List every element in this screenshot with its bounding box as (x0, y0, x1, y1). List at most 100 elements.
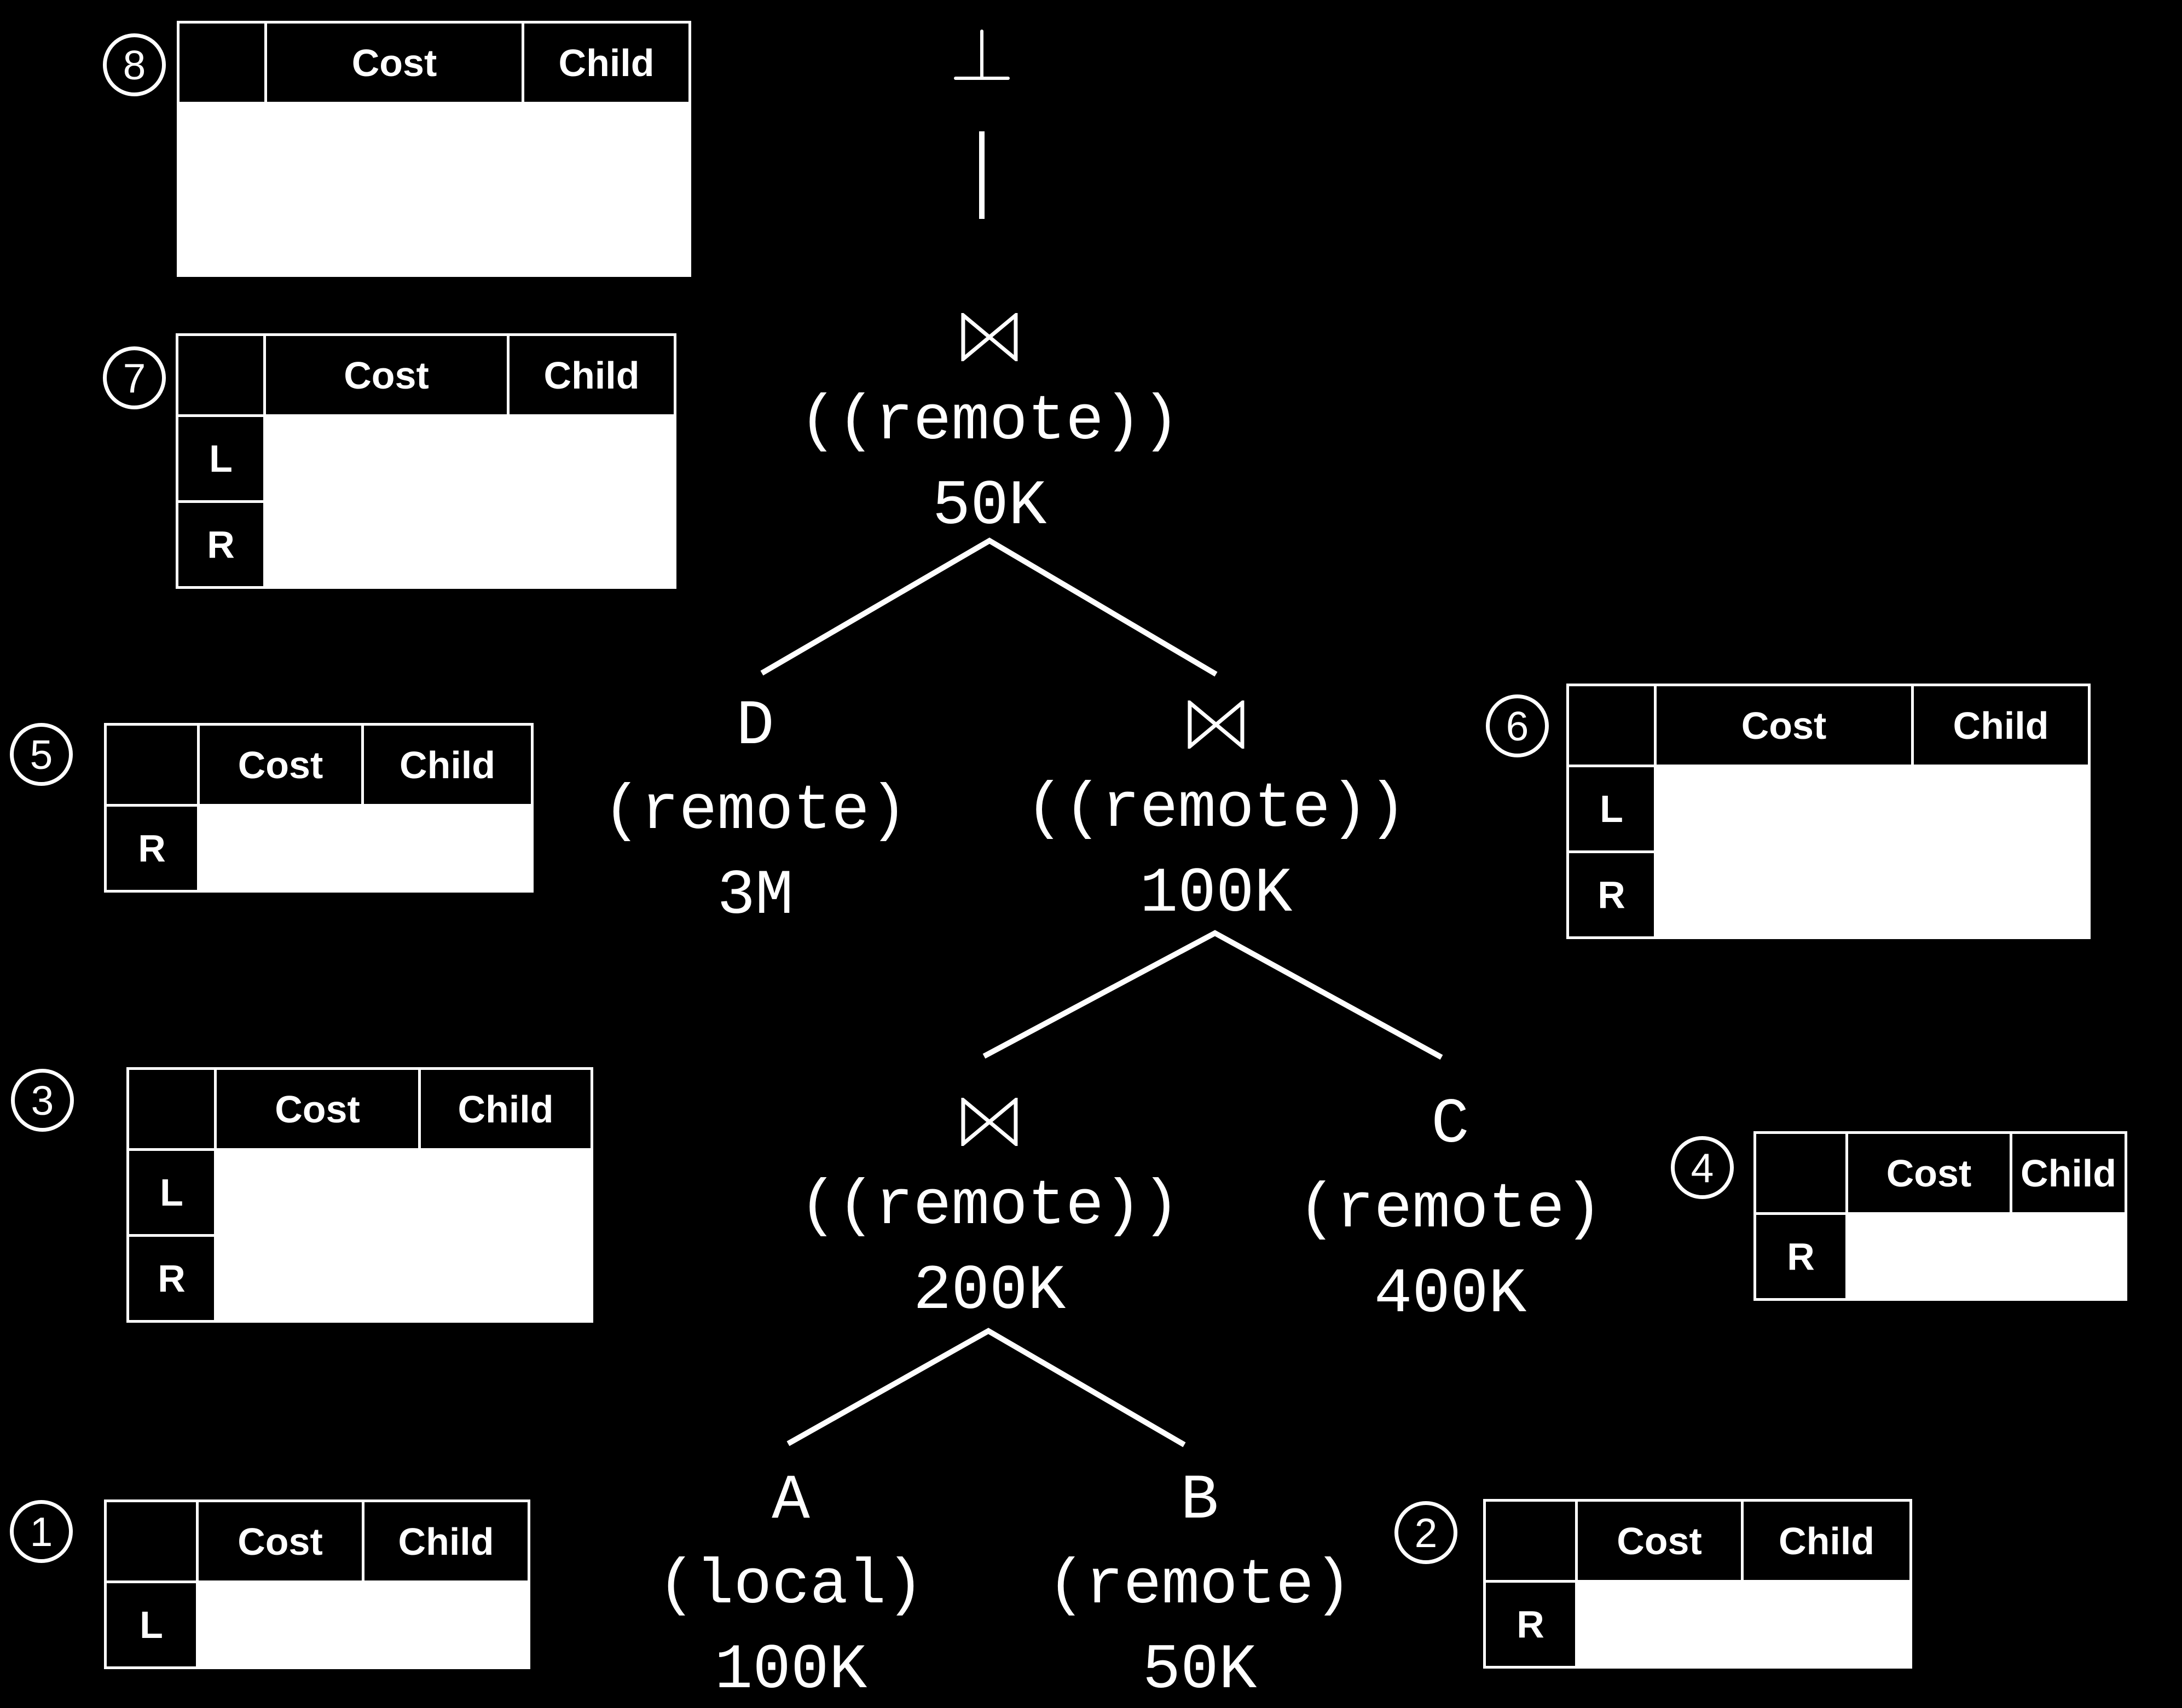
column-header-cost: Cost (267, 24, 522, 102)
memo-table-5: Cost Child R (104, 723, 534, 893)
edge-join-ab-to-children (786, 1328, 1186, 1448)
corner-cell (1569, 686, 1654, 765)
empty-row-cells (200, 807, 531, 890)
join-icon (1026, 682, 1407, 767)
node-leaf-b: B (remote) 50K (1047, 1458, 1352, 1708)
node-qualifier: (remote) (1047, 1549, 1352, 1622)
join-icon (799, 1079, 1180, 1164)
step-badge-1: 1 (10, 1500, 73, 1563)
row-label-r: R (107, 807, 197, 890)
corner-cell (178, 336, 263, 414)
column-header-child: Child (364, 1502, 528, 1580)
node-label: C (1431, 1089, 1469, 1161)
empty-row-cells (217, 1237, 591, 1320)
empty-row-cells (1657, 767, 2088, 850)
step-number: 8 (123, 42, 146, 88)
column-header-cost: Cost (217, 1070, 418, 1148)
node-cost: 100K (1139, 858, 1293, 930)
corner-cell (129, 1070, 214, 1148)
row-label-l: L (178, 417, 263, 500)
node-qualifier: ((remote)) (1025, 773, 1407, 845)
node-join-dc: ((remote)) 100K (1026, 682, 1407, 936)
node-qualifier: ((remote)) (798, 1170, 1180, 1242)
column-header-cost: Cost (200, 726, 361, 804)
row-label-l: L (1569, 767, 1654, 850)
empty-row-cells (266, 417, 674, 500)
row-label-r: R (129, 1237, 214, 1320)
step-number: 7 (123, 355, 146, 401)
corner-cell (180, 24, 264, 102)
node-join-ab: ((remote)) 200K (799, 1079, 1180, 1334)
node-qualifier: (remote) (603, 775, 908, 847)
empty-row-cells (1848, 1215, 2125, 1298)
column-header-child: Child (1744, 1502, 1909, 1580)
step-badge-3: 3 (11, 1069, 74, 1132)
step-badge-7: 7 (103, 346, 166, 409)
node-cost: 100K (714, 1634, 867, 1706)
memo-table-3: Cost Child L R (126, 1067, 593, 1323)
edge-root-to-children (760, 537, 1218, 677)
node-cost: 50K (1142, 1634, 1257, 1706)
corner-cell (1756, 1134, 1845, 1212)
node-cost: 200K (913, 1255, 1066, 1327)
row-label-l: L (129, 1151, 214, 1234)
join-icon (799, 294, 1180, 379)
column-header-cost: Cost (266, 336, 507, 414)
column-header-child: Child (524, 24, 688, 102)
column-header-cost: Cost (1578, 1502, 1741, 1580)
empty-table-body (180, 105, 688, 274)
node-root-join: ((remote)) 50K (799, 294, 1180, 549)
node-cost: 400K (1374, 1258, 1527, 1330)
memo-table-8: Cost Child (177, 21, 691, 277)
step-badge-6: 6 (1486, 694, 1549, 757)
node-label: B (1180, 1464, 1219, 1537)
column-header-cost: Cost (1848, 1134, 2010, 1212)
step-badge-4: 4 (1671, 1136, 1734, 1199)
node-qualifier: ((remote)) (798, 385, 1180, 458)
step-number: 4 (1691, 1144, 1714, 1191)
step-badge-2: 2 (1394, 1501, 1457, 1564)
step-number: 2 (1414, 1509, 1438, 1556)
column-header-child: Child (364, 726, 531, 804)
row-label-r: R (1569, 853, 1654, 936)
column-header-child: Child (510, 336, 674, 414)
step-badge-5: 5 (10, 723, 73, 786)
node-leaf-a: A (local) 100K (657, 1458, 924, 1708)
column-header-child: Child (1914, 686, 2088, 765)
memo-table-1: Cost Child L (104, 1499, 530, 1669)
node-label: A (772, 1464, 810, 1537)
empty-row-cells (1657, 853, 2088, 936)
node-leaf-d: D (remote) 3M (603, 684, 908, 939)
step-badge-8: 8 (103, 33, 166, 96)
step-number: 3 (31, 1077, 54, 1124)
memo-table-7: Cost Child L R (176, 333, 676, 589)
column-header-child: Child (2012, 1134, 2125, 1212)
node-qualifier: (local) (657, 1549, 924, 1622)
row-label-l: L (107, 1583, 196, 1666)
corner-cell (107, 1502, 196, 1580)
column-header-cost: Cost (1657, 686, 1911, 765)
memo-table-4: Cost Child R (1753, 1131, 2127, 1301)
corner-cell (1486, 1502, 1575, 1580)
column-header-cost: Cost (199, 1502, 362, 1580)
edge-join-dc-to-children (982, 930, 1443, 1060)
node-qualifier: (remote) (1298, 1173, 1603, 1246)
row-label-r: R (178, 503, 263, 586)
empty-row-cells (1578, 1583, 1909, 1666)
empty-row-cells (199, 1583, 528, 1666)
row-label-r: R (1756, 1215, 1845, 1298)
node-label: D (736, 690, 774, 762)
memo-table-2: Cost Child R (1483, 1499, 1912, 1669)
result-terminator-icon (954, 30, 1010, 80)
step-number: 1 (30, 1508, 53, 1555)
node-cost: 50K (932, 470, 1047, 542)
empty-row-cells (217, 1151, 591, 1234)
row-label-r: R (1486, 1583, 1575, 1666)
corner-cell (107, 726, 197, 804)
node-cost: 3M (717, 860, 794, 932)
empty-row-cells (266, 503, 674, 586)
node-leaf-c: C (remote) 400K (1298, 1082, 1603, 1337)
step-number: 5 (30, 731, 53, 778)
